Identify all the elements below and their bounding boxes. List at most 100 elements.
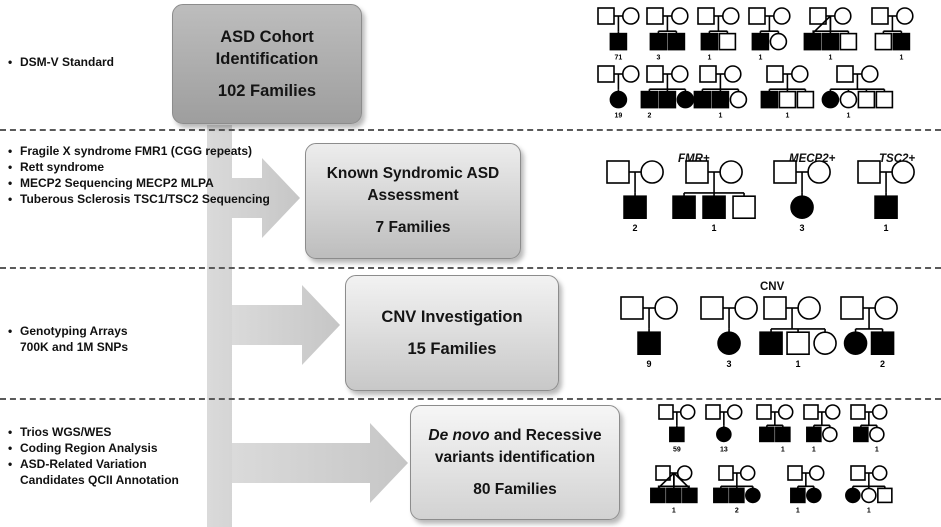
pedigree-female (676, 90, 695, 109)
stage1-bullets: DSM-V Standard (8, 54, 114, 70)
pedigree-female (895, 7, 914, 25)
box-title-line: De novo and Recessive (428, 426, 602, 444)
pedigree-male (699, 65, 717, 83)
pedigree-male (836, 65, 854, 83)
pedigree-male (649, 32, 668, 51)
pedigree-male (803, 32, 822, 51)
pedigree-count: 1 (884, 223, 889, 233)
pedigree-male (874, 32, 893, 51)
bullet-text: Fragile X syndrome FMR1 (CGG repeats) (20, 144, 253, 158)
pedigree-male (650, 487, 666, 504)
arrow-branch-to-cnv (232, 285, 340, 365)
pedigree-male (672, 195, 696, 219)
stage2-bullets: Fragile X syndrome FMR1 (CGG repeats) Re… (8, 143, 270, 207)
pedigree-male (702, 195, 726, 219)
denovo-recessive-box: De novo and Recessive variants identific… (410, 405, 620, 520)
pedigree-female (806, 487, 822, 504)
pedigree-female (716, 426, 732, 443)
bullet-text: Tuberous Sclerosis TSC1/TSC2 Sequencing (20, 192, 270, 206)
pedigree-male (796, 90, 815, 109)
pedigree-female (717, 331, 741, 356)
pedigree-male (705, 404, 721, 420)
bullet-text: Rett syndrome (20, 160, 105, 174)
separator-1 (0, 129, 941, 131)
pedigree-male (786, 331, 810, 356)
syndromic-assessment-box: Known Syndromic ASD Assessment 7 Familie… (305, 143, 521, 259)
pedigree-female (723, 65, 742, 83)
pedigree-female (772, 7, 791, 25)
pedigree-count: 2 (880, 359, 885, 369)
pedigree-line (657, 472, 675, 489)
pedigree-male (857, 160, 881, 184)
pedigree-female (621, 65, 640, 83)
pedigree-female (621, 7, 640, 25)
bullet-text: MECP2 Sequencing MECP2 MLPA (20, 176, 214, 190)
pedigree-male (870, 331, 895, 356)
separator-2 (0, 267, 941, 269)
pedigree-male (778, 90, 797, 109)
pedigree-female (654, 296, 678, 320)
pedigree-male (729, 487, 745, 504)
bullet-item: Fragile X syndrome FMR1 (CGG repeats) (8, 143, 270, 159)
bullet-item: MECP2 Sequencing MECP2 MLPA (8, 175, 270, 191)
pedigree-female (843, 331, 868, 356)
pedigree-female (640, 160, 664, 184)
pedigree-male (718, 465, 734, 481)
pedigree-male (759, 331, 783, 356)
pedigree-male (839, 32, 858, 51)
pedigree-male (790, 487, 806, 504)
pedigree-male (718, 32, 737, 51)
box-title-line: CNV Investigation (381, 308, 523, 326)
pedigree-male (637, 331, 661, 356)
pedigree-male (620, 296, 644, 320)
pedigree-title-cnv: CNV (760, 281, 785, 293)
pedigree-male (806, 426, 822, 443)
box-count: 80 Families (473, 480, 557, 498)
box-title-line: Assessment (367, 187, 459, 204)
pedigree-count: 3 (656, 55, 660, 62)
box-title-line: variants identification (434, 448, 596, 466)
pedigree-male (787, 465, 803, 481)
pedigree-male (669, 426, 685, 443)
pedigree-male (640, 90, 659, 109)
pedigree-male (773, 160, 797, 184)
box-count: 15 Families (407, 340, 497, 358)
pedigree-female (790, 195, 814, 219)
pedigree-male (713, 487, 729, 504)
pedigree-female (821, 90, 840, 109)
pedigree-male (748, 7, 766, 25)
stage4-bullets: Trios WGS/WES Coding Region Analysis ASD… (8, 424, 193, 488)
pedigree-male (775, 426, 791, 443)
pedigree-count: 1 (867, 507, 871, 514)
pedigree-female (839, 90, 858, 109)
pedigree-count: 59 (673, 446, 681, 453)
pedigree-female (861, 487, 877, 504)
pedigree-male (803, 404, 819, 420)
pedigree-male (732, 195, 756, 219)
box-title-line: Identification (215, 50, 319, 68)
pedigree-male (682, 487, 698, 504)
pedigree-female (670, 65, 689, 83)
pedigree-count: 1 (712, 223, 717, 233)
pedigree-male (658, 90, 677, 109)
pedigree-count: 3 (727, 359, 732, 369)
stage3-bullets: Genotyping Arrays 700K and 1M SNPs (8, 323, 158, 355)
pedigree-female (734, 296, 758, 320)
pedigree-male (877, 487, 893, 504)
bullet-item: Coding Region Analysis (8, 440, 193, 456)
bullet-item: ASD-Related Variation Candidates QCII An… (8, 456, 193, 488)
arrow-trunk-to-syndromic (207, 125, 300, 527)
cnv-investigation-box: CNV Investigation 15 Families (345, 275, 559, 391)
pedigree-count: 1 (875, 446, 879, 453)
pedigree-female (739, 465, 756, 481)
pedigree-male (658, 404, 674, 420)
pedigree-male (763, 296, 787, 320)
box-count: 102 Families (217, 82, 317, 100)
pedigree-count: 1 (785, 113, 789, 120)
pedigree-male (892, 32, 911, 51)
pedigree-female (745, 487, 761, 504)
pedigree-male (697, 7, 715, 25)
pedigree-female (721, 7, 740, 25)
box-title-line: Known Syndromic ASD (326, 165, 500, 182)
pedigree-female (797, 296, 821, 320)
